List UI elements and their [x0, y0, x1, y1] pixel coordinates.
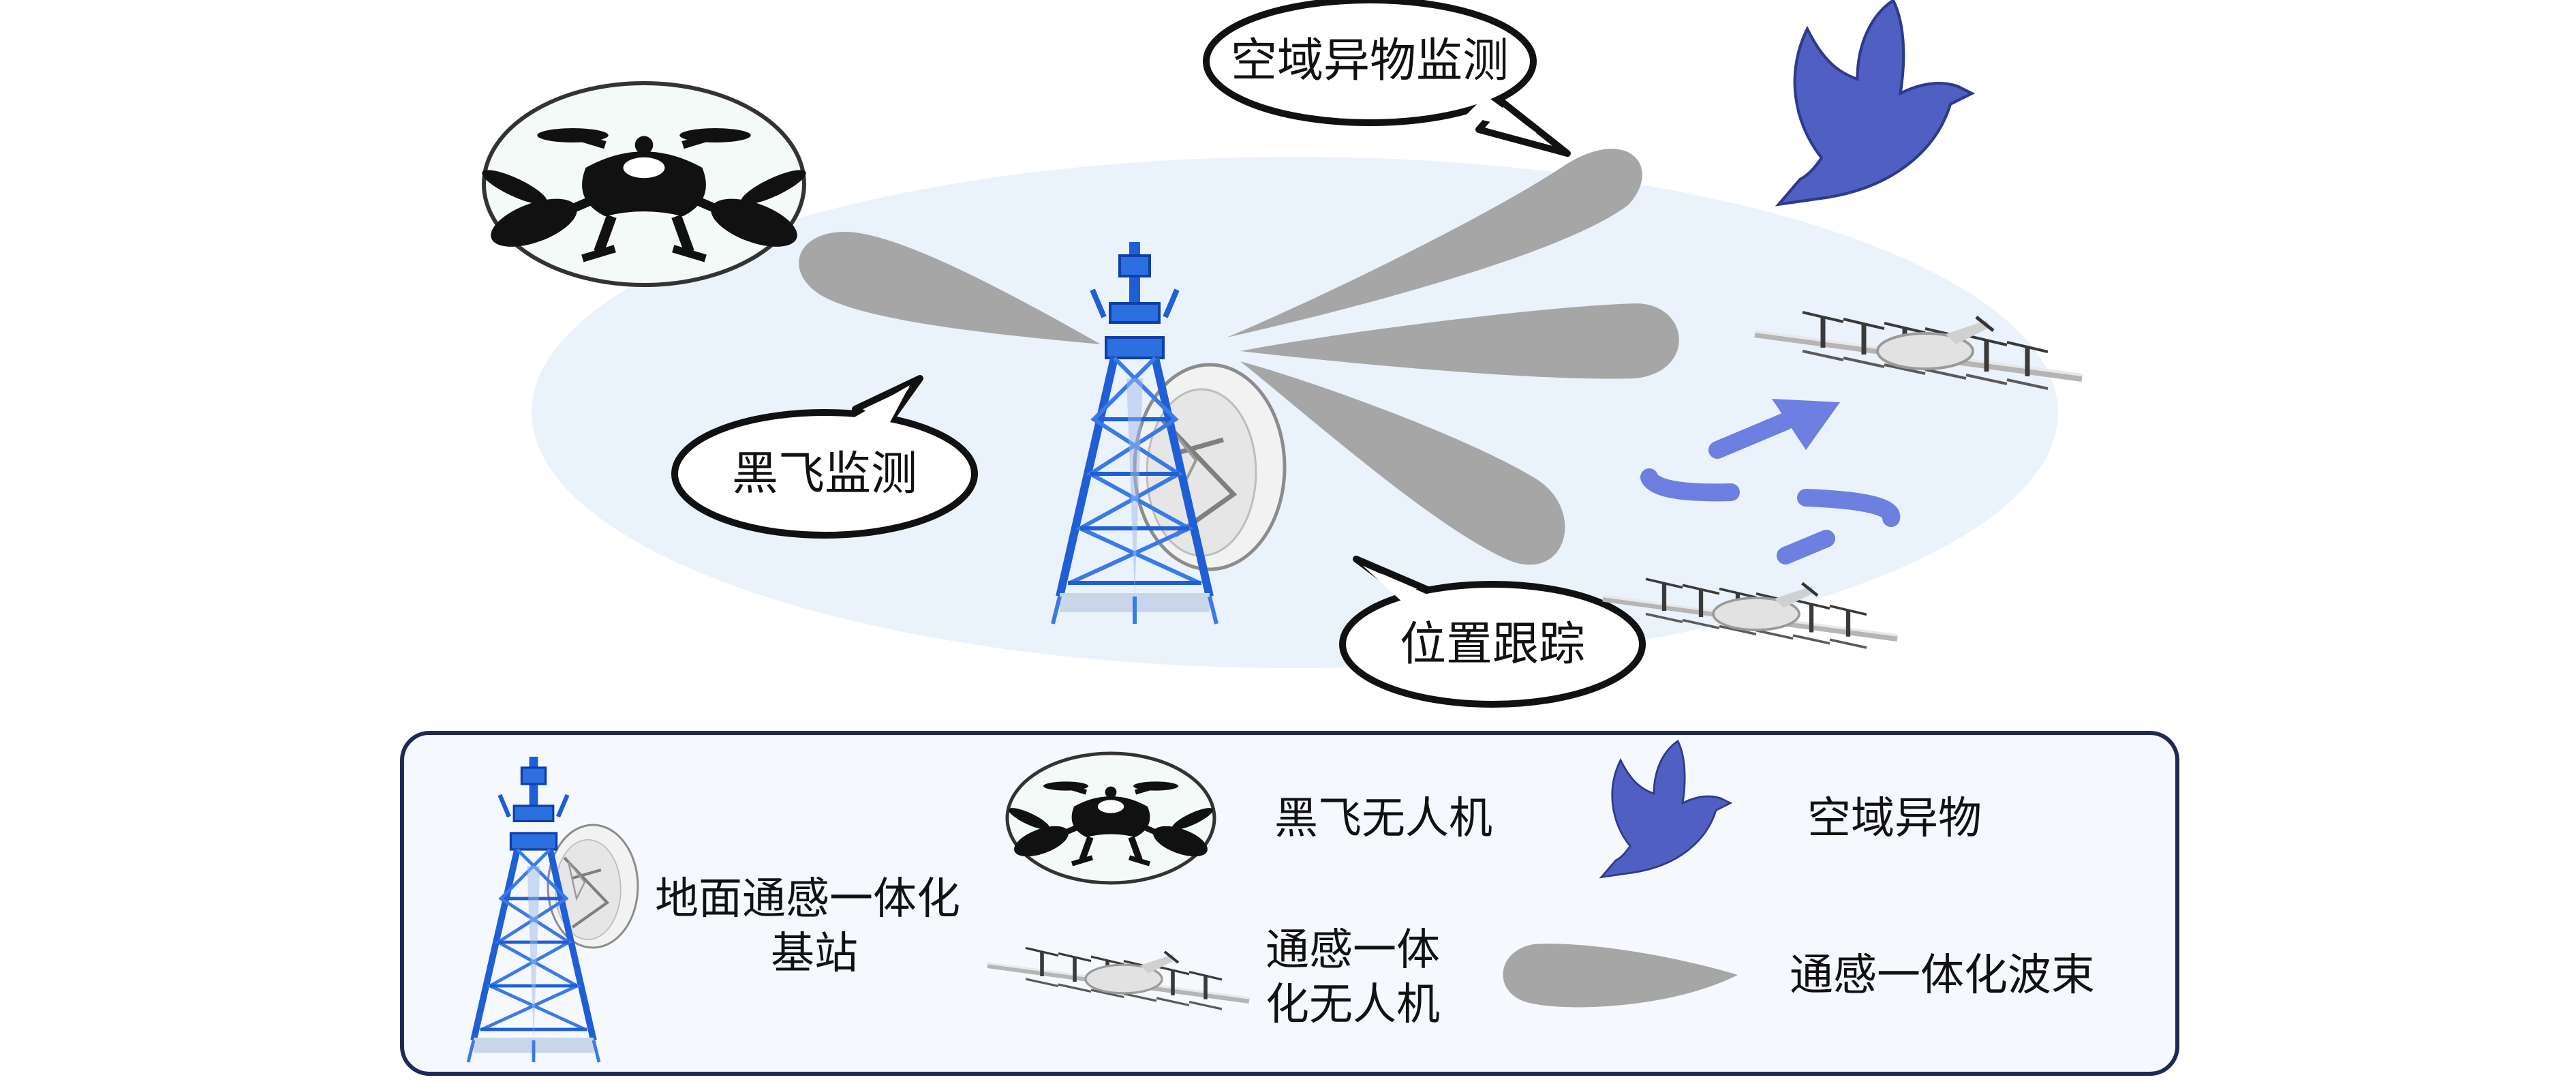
uav-trajectory [1640, 412, 1901, 564]
legend-isac-drone-line2: 化无人机 [1266, 980, 1440, 1030]
legend-ground-station-line2: 基站 [771, 929, 858, 979]
beam-lobe-icon [1503, 944, 1738, 1008]
beam-lobes [799, 149, 1679, 565]
legend-ground-station-line1: 地面通感一体化 [655, 874, 960, 924]
beam-lobe-icon [1227, 149, 1642, 338]
black-flight-drone [478, 81, 810, 287]
callout-position-tracking-text: 位置跟踪 [1400, 618, 1585, 672]
legend: 地面通感一体化 基站 黑飞无人机 空域异物 通感一体 化无人机 通感一体化波束 [400, 731, 2179, 1076]
legend-airspace-object: 空域异物 [1807, 794, 1982, 844]
callout-position-tracking: 位置跟踪 [1339, 556, 1646, 708]
callout-airspace-monitoring-text: 空域异物监测 [1231, 34, 1509, 88]
legend-quadcopter [1007, 751, 1216, 885]
beam-lobe-icon [1240, 303, 1679, 379]
callout-black-flight-monitoring-text: 黑飞监测 [732, 447, 917, 501]
legend-black-flight-drone: 黑飞无人机 [1274, 794, 1492, 844]
legend-isac-drone-line1: 通感一体 [1266, 925, 1440, 976]
trajectory-arrowhead [1772, 399, 1840, 450]
bird-icon [1779, 1, 1972, 205]
beam-lobe-icon [1240, 361, 1565, 565]
beam-lobe-icon [799, 232, 1101, 344]
satellite-dish-icon [1135, 365, 1285, 569]
legend-isac-beam: 通感一体化波束 [1790, 950, 2095, 1001]
callout-airspace-monitoring: 空域异物监测 [1203, 0, 1571, 157]
callout-black-flight-monitoring: 黑飞监测 [671, 375, 978, 539]
